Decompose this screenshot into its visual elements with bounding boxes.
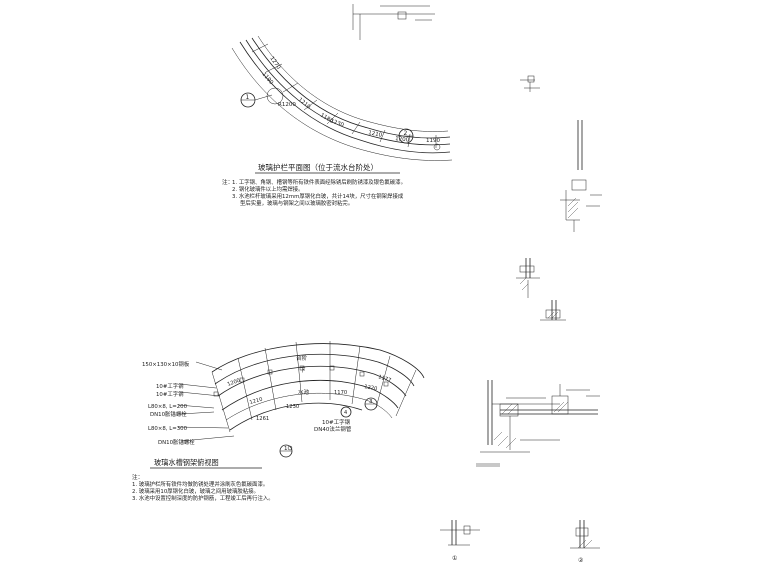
svg-text:DN10胀锚螺栓: DN10胀锚螺栓 (150, 410, 187, 418)
frame-left-labels: 150×130×10钢板 10#工字钢 10#工字钢 L80×8, L=200 … (142, 360, 235, 446)
svg-text:型后实量，玻璃与钢架之间以玻璃胶密封粘完。: 型后实量，玻璃与钢架之间以玻璃胶密封粘完。 (240, 199, 353, 207)
svg-text:4: 4 (344, 410, 347, 416)
detail-label: ① (452, 555, 457, 562)
section-detail-main (476, 380, 600, 467)
detail-top-small (352, 4, 435, 40)
railing-plan-view: 1270 1190 1210 1180 1230 1210 1200 R1200… (222, 35, 453, 207)
plan-dim: 1190 (426, 138, 440, 144)
svg-text:1: 1 (246, 94, 250, 101)
svg-text:L80×8, L=300: L80×8, L=300 (148, 426, 188, 432)
frame-title: 玻璃水槽钢架俯视图 (154, 458, 219, 467)
callout-2: 2 (398, 128, 414, 144)
plan-notes: 注： 1. 工字钢、角钢、槽钢等所有铁件表面经除锈后刷防锈漆及银色氟碳漆。 2.… (222, 178, 406, 207)
svg-text:1220: 1220 (364, 384, 378, 392)
frame-inner-labels: 台阶 下 水池 10#工字钢 DN40法兰钢管 1200 1210 1261 1… (227, 354, 392, 433)
detail-label: ② (578, 557, 584, 564)
plan-dim: 1210 (368, 130, 383, 139)
frame-top-view: 台阶 下 水池 10#工字钢 DN40法兰钢管 1200 1210 1261 1… (132, 341, 425, 502)
svg-text:1. 玻璃护栏所有铁件均做防锈处理并涂刷灰色氟碳面漆。: 1. 玻璃护栏所有铁件均做防锈处理并涂刷灰色氟碳面漆。 (132, 480, 268, 488)
svg-text:下: 下 (300, 367, 306, 374)
svg-text:3: 3 (369, 399, 373, 405)
svg-text:10#工字钢: 10#工字钢 (156, 390, 184, 398)
callout-1: 1 (240, 92, 273, 108)
svg-text:2: 2 (404, 130, 408, 137)
section-detail-a (520, 75, 540, 92)
callout-5: 4 (340, 406, 352, 418)
callout-4: 3 (364, 397, 378, 411)
svg-text:1170: 1170 (334, 390, 347, 396)
svg-text:注：: 注： (132, 473, 143, 481)
svg-text:台阶: 台阶 (296, 354, 308, 362)
plan-dimensions: 1270 1190 1210 1180 1230 1210 1200 R1200… (260, 56, 440, 144)
svg-text:10#工字钢: 10#工字钢 (156, 382, 184, 390)
section-detail-b (560, 120, 602, 232)
svg-text:水池: 水池 (298, 388, 310, 396)
svg-text:DN10胀锚螺栓: DN10胀锚螺栓 (158, 438, 195, 446)
plan-dim: 1200 (395, 136, 410, 143)
frame-notes: 注： 1. 玻璃护栏所有铁件均做防锈处理并涂刷灰色氟碳面漆。 2. 玻璃采用10… (132, 473, 274, 502)
section-detail-bottom-right: ② (570, 520, 600, 564)
plan-dim: 1230 (329, 118, 345, 129)
svg-text:DN40法兰钢管: DN40法兰钢管 (314, 425, 352, 433)
svg-text:1177: 1177 (377, 374, 391, 384)
svg-text:1230: 1230 (286, 404, 299, 410)
svg-text:注：: 注： (222, 178, 233, 186)
section-detail-bottom-left: ① (440, 520, 480, 562)
svg-text:10#工字钢: 10#工字钢 (322, 418, 351, 426)
svg-text:3. 水池中设置控制深度的防护钢筋，工程竣工后再行注入。: 3. 水池中设置控制深度的防护钢筋，工程竣工后再行注入。 (132, 494, 274, 502)
svg-text:3. 水池栏杆玻璃采用12mm厚钢化白玻，共计14块，尺寸在: 3. 水池栏杆玻璃采用12mm厚钢化白玻，共计14块，尺寸在钢架焊接成 (232, 192, 404, 200)
frame-brackets (213, 365, 389, 397)
section-detail-d (540, 300, 566, 321)
callout-3: 1 (279, 444, 293, 458)
svg-text:1261: 1261 (256, 416, 269, 422)
svg-text:1: 1 (284, 446, 288, 452)
svg-text:1. 工字钢、角钢、槽钢等所有铁件表面经除锈后刷防锈漆及银色: 1. 工字钢、角钢、槽钢等所有铁件表面经除锈后刷防锈漆及银色氟碳漆。 (232, 178, 406, 186)
svg-text:2. 玻璃采用10厚钢化白玻，玻璃之间用玻璃胶粘接。: 2. 玻璃采用10厚钢化白玻，玻璃之间用玻璃胶粘接。 (132, 487, 259, 495)
svg-text:L80×8, L=200: L80×8, L=200 (148, 404, 188, 410)
svg-text:2. 钢化玻璃件以上均需焊接。: 2. 钢化玻璃件以上均需焊接。 (232, 185, 304, 193)
plan-segment-ticks (251, 43, 437, 148)
svg-text:1200: 1200 (227, 378, 241, 388)
frame-spokes (211, 341, 417, 433)
section-detail-c (516, 258, 540, 298)
plan-radius: R1200 (278, 102, 296, 108)
svg-text:150×130×10钢板: 150×130×10钢板 (142, 360, 190, 368)
svg-text:1210: 1210 (249, 397, 263, 406)
plan-title: 玻璃护栏平面图（位于流水台阶处） (258, 162, 378, 172)
